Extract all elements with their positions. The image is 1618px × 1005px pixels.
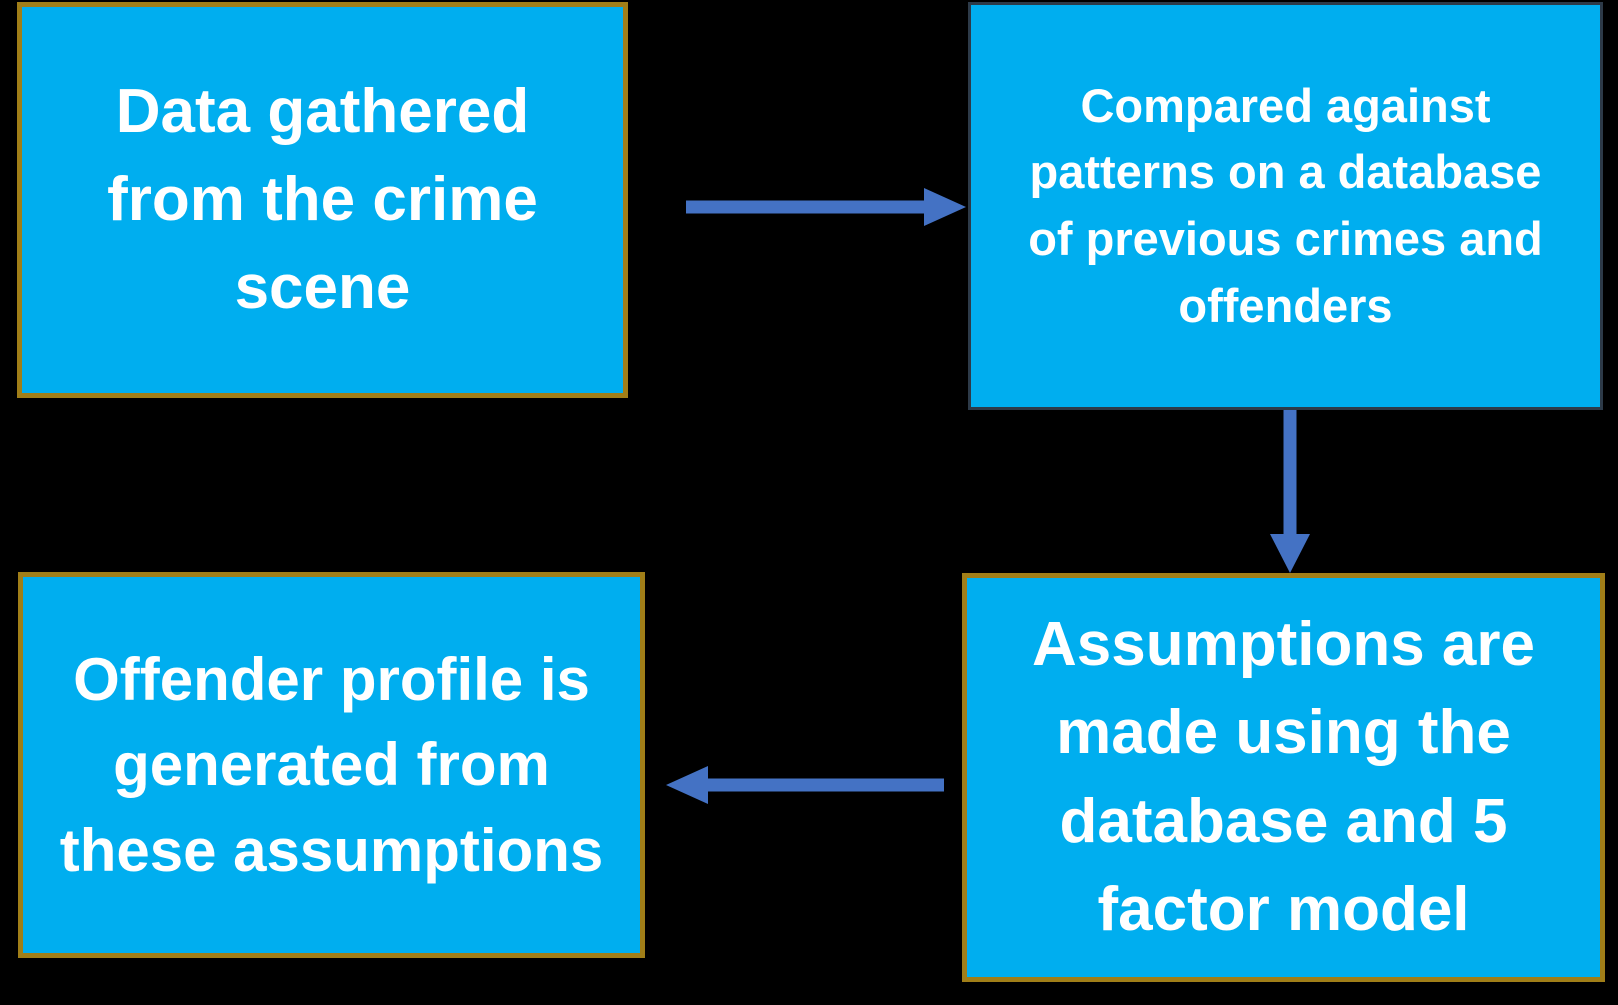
flow-box-assumptions-label: Assumptions are made using the database … <box>1031 610 1536 944</box>
flow-arrow-right-icon <box>686 188 966 226</box>
flow-box-data-gathered-label: Data gathered from the crime scene <box>107 76 538 323</box>
flow-box-compared-against-database: Compared against patterns on a database … <box>968 2 1603 410</box>
flow-box-data-gathered: Data gathered from the crime scene <box>17 2 628 398</box>
flow-arrow-left-icon <box>666 766 944 804</box>
flow-box-offender-profile: Offender profile is generated from these… <box>18 572 645 958</box>
flow-box-assumptions-made: Assumptions are made using the database … <box>962 573 1605 982</box>
flow-box-profile-label: Offender profile is generated from these… <box>59 646 604 884</box>
flow-arrow-down-icon <box>1270 410 1310 573</box>
flow-box-compared-label: Compared against patterns on a database … <box>1028 78 1543 332</box>
